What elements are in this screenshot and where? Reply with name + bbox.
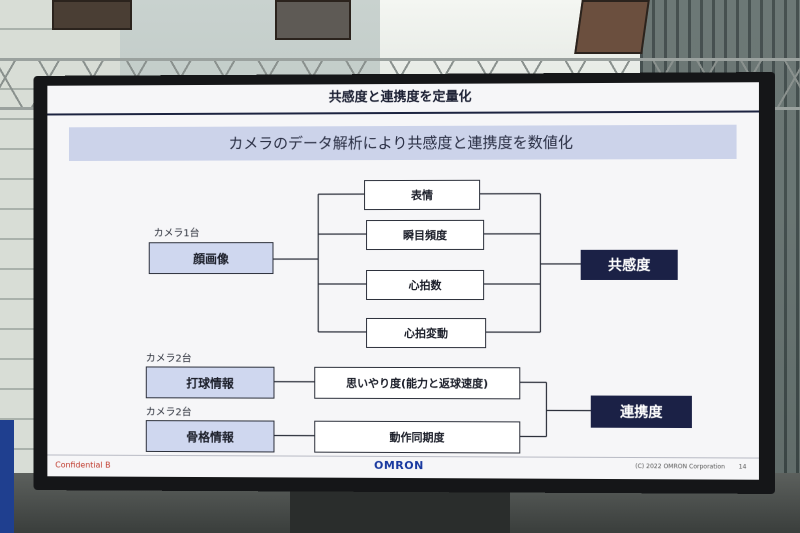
camera-label: カメラ2台 (146, 403, 192, 418)
camera-label: カメラ2台 (146, 350, 192, 365)
feature-blink-rate: 瞬目頻度 (366, 220, 484, 250)
ceiling-light (574, 0, 650, 54)
input-face-image: 顔画像 (149, 242, 274, 274)
ceiling-light (275, 0, 351, 40)
feature-expression: 表情 (364, 180, 480, 210)
feature-motion-sync: 動作同期度 (314, 421, 520, 454)
input-skeleton-info: 骨格情報 (146, 420, 275, 452)
camera-label: カメラ1台 (154, 224, 200, 239)
omron-logo: OMRON (374, 459, 424, 472)
input-ball-info: 打球情報 (146, 366, 275, 398)
presentation-slide: 共感度と連携度を定量化 カメラのデータ解析により共感度と連携度を数値化 (47, 82, 759, 480)
output-cooperation: 連携度 (591, 396, 692, 429)
output-empathy: 共感度 (581, 250, 678, 280)
page-number: 14 (739, 464, 747, 471)
blue-panel (0, 420, 14, 533)
ceiling-light (52, 0, 132, 30)
confidential-label: Confidential B (55, 460, 110, 469)
feature-heart-rate: 心拍数 (366, 270, 484, 300)
feature-hrv: 心拍変動 (366, 318, 486, 348)
display-monitor: 共感度と連携度を定量化 カメラのデータ解析により共感度と連携度を数値化 (34, 72, 776, 494)
copyright-text: (C) 2022 OMRON Corporation (635, 463, 725, 470)
feature-consideration: 思いやり度(能力と返球速度) (314, 367, 520, 400)
